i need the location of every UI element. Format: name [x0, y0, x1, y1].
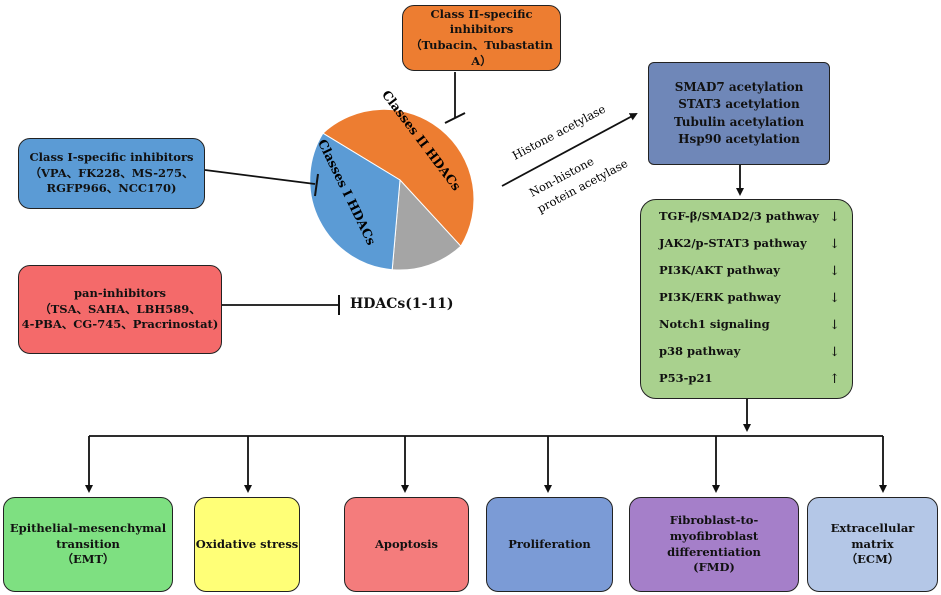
down-arrow-icon: ↓: [829, 318, 840, 334]
acetylation-item: Hsp90 acetylation: [678, 131, 800, 146]
pathway-box: TGF-β/SMAD2/3 pathway↓JAK2/p-STAT3 pathw…: [640, 199, 853, 399]
pathway-row: JAK2/p-STAT3 pathway ↓: [641, 236, 852, 254]
label-histone-acetylase: Histone acetylase: [510, 102, 608, 163]
outcome-box: Proliferation: [486, 497, 613, 592]
up-arrow-icon: ↑: [829, 372, 840, 388]
pathway-row: Notch1 signaling ↓: [641, 317, 852, 335]
pathway-label: Notch1 signaling: [659, 317, 770, 332]
down-arrow-icon: ↓: [829, 345, 840, 361]
down-arrow-icon: ↓: [829, 210, 840, 226]
pie-slice-class2: [322, 108, 475, 248]
down-arrow-icon: ↓: [829, 291, 840, 307]
pathway-row: TGF-β/SMAD2/3 pathway ↓: [641, 209, 852, 227]
inhibition-pan: [222, 295, 340, 315]
pan-title: pan-inhibitors: [73, 286, 166, 301]
class1-drugs-line1: （VPA、FK228、MS-275、: [29, 165, 194, 180]
pan-drugs-line1: （TSA、SAHA、LBH589、: [39, 301, 201, 316]
pan-inhibitors-box: pan-inhibitors （TSA、SAHA、LBH589、 4-PBA、C…: [18, 265, 222, 354]
class1-inhibitors-box: Class I-specific inhibitors （VPA、FK228、M…: [18, 138, 205, 209]
outcome-label: （ECM）: [845, 552, 900, 567]
acetylation-item: Tubulin acetylation: [673, 114, 805, 129]
pathway-row: PI3K/AKT pathway ↓: [641, 263, 852, 281]
pan-drugs-line2: 4-PBA、CG-745、Pracrinostat): [21, 317, 219, 332]
hdac-pie-chart: Classes II HDACs Classes I HDACs: [309, 87, 475, 271]
down-arrow-icon: ↓: [829, 237, 840, 253]
outcome-label: Proliferation: [508, 536, 591, 551]
outcome-label: （EMT）: [61, 552, 115, 567]
pie-slice-class1: [309, 132, 401, 271]
acetylation-item: STAT3 acetylation: [678, 97, 800, 112]
outcome-label: (FMD): [693, 560, 735, 575]
down-arrow-icon: ↓: [829, 264, 840, 280]
outcome-label: differentiation: [667, 544, 761, 559]
pathway-row: P53-p21 ↑: [641, 371, 852, 389]
class1-drugs-line2: RGFP966、NCC170): [46, 181, 177, 196]
pathway-label: p38 pathway: [659, 344, 741, 359]
pathway-row: PI3K/ERK pathway ↓: [641, 290, 852, 308]
inhibition-class1: [204, 169, 319, 197]
class2-inhibitors-box: Class II-specific inhibitors （Tubacin、Tu…: [402, 5, 561, 71]
pathway-label: PI3K/AKT pathway: [659, 263, 780, 278]
class1-title: Class I-specific inhibitors: [29, 150, 194, 165]
pathway-row: p38 pathway ↓: [641, 344, 852, 362]
outcome-label: transition: [56, 536, 120, 551]
outcome-box: Apoptosis: [344, 497, 469, 592]
pathway-label: TGF-β/SMAD2/3 pathway: [659, 209, 819, 224]
inhibition-class2: [444, 72, 466, 124]
acetylation-item: SMAD7 acetylation: [674, 79, 804, 94]
pathway-label: JAK2/p-STAT3 pathway: [659, 236, 807, 251]
arrow-pie-to-acetylation: [501, 113, 638, 187]
outcome-label: Epithelial–mesenchymal: [9, 521, 167, 536]
class2-title: Class II-specific inhibitors: [430, 6, 533, 37]
outcome-label: Fibroblast-to-myofibroblast: [669, 513, 759, 543]
outcome-label: Oxidative stress: [195, 536, 299, 551]
outcome-label: Extracellular matrix: [830, 521, 915, 551]
outcome-box: Oxidative stress: [194, 497, 300, 592]
hdacs-label: HDACs(1-11): [350, 296, 454, 312]
pathway-label: P53-p21: [659, 371, 713, 386]
outcome-box: Extracellular matrix（ECM）: [807, 497, 938, 592]
bus-drops: [85, 436, 887, 493]
class2-drugs: （Tubacin、Tubastatin A）: [410, 38, 553, 68]
pie-slice-other: [391, 178, 462, 271]
outcome-label: Apoptosis: [375, 536, 438, 551]
pathway-label: PI3K/ERK pathway: [659, 290, 781, 305]
